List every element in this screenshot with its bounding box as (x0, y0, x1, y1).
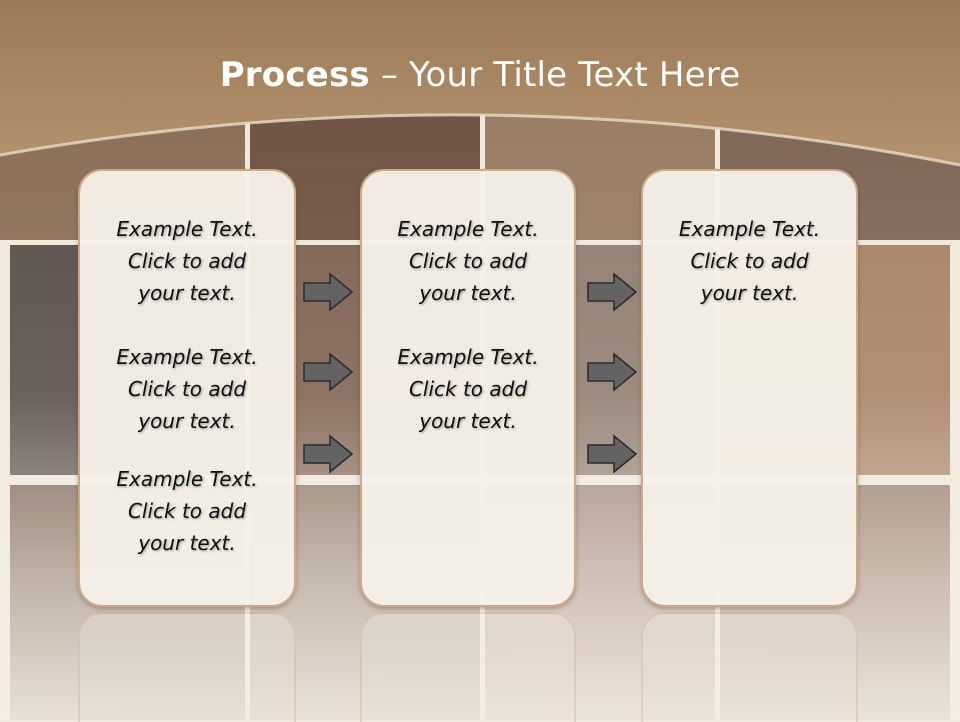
text-line: Click to add (127, 499, 247, 523)
header-band (0, 0, 960, 167)
arrow-right-icon (587, 434, 638, 474)
arrow-right-icon (303, 352, 354, 392)
text-line: your text. (419, 409, 517, 433)
text-block[interactable]: Example Text. Click to add your text. (80, 213, 294, 309)
text-line: Click to add (408, 377, 528, 401)
text-block[interactable]: Example Text. Click to add your text. (643, 213, 856, 309)
arrow-right-icon (587, 352, 638, 392)
arrow-right-icon (587, 272, 638, 312)
process-step-panel-3[interactable]: Example Text. Click to add your text. (641, 169, 858, 607)
text-block[interactable]: Example Text. Click to add your text. (80, 341, 294, 437)
title-rest-text: – Your Title Text Here (369, 55, 741, 95)
text-line: your text. (419, 281, 517, 305)
text-line: Example Text. (397, 345, 539, 369)
arrow-right-icon (303, 272, 354, 312)
text-line: Click to add (127, 377, 247, 401)
text-block[interactable]: Example Text. Click to add your text. (80, 463, 294, 559)
process-step-panel-1[interactable]: Example Text. Click to add your text. Ex… (78, 169, 296, 607)
panel-reflection (78, 612, 296, 722)
text-line: your text. (138, 409, 236, 433)
text-block[interactable]: Example Text. Click to add your text. (362, 213, 574, 309)
text-line: Example Text. (116, 217, 258, 241)
text-line: your text. (138, 281, 236, 305)
title-bold-text: Process (219, 55, 370, 95)
text-line: Click to add (408, 249, 528, 273)
text-line: your text. (138, 531, 236, 555)
text-block[interactable]: Example Text. Click to add your text. (362, 341, 574, 437)
text-line: Example Text. (116, 467, 258, 491)
text-line: Example Text. (678, 217, 821, 241)
text-line: Click to add (690, 249, 809, 273)
panel-reflection (360, 612, 576, 722)
slide-title[interactable]: Process – Your Title Text Here (0, 55, 960, 95)
text-line: your text. (700, 281, 799, 305)
arrow-right-icon (303, 434, 354, 474)
text-line: Example Text. (397, 217, 539, 241)
text-line: Click to add (127, 249, 247, 273)
panel-reflection (641, 612, 858, 722)
process-step-panel-2[interactable]: Example Text. Click to add your text. Ex… (360, 169, 576, 607)
text-line: Example Text. (116, 345, 258, 369)
